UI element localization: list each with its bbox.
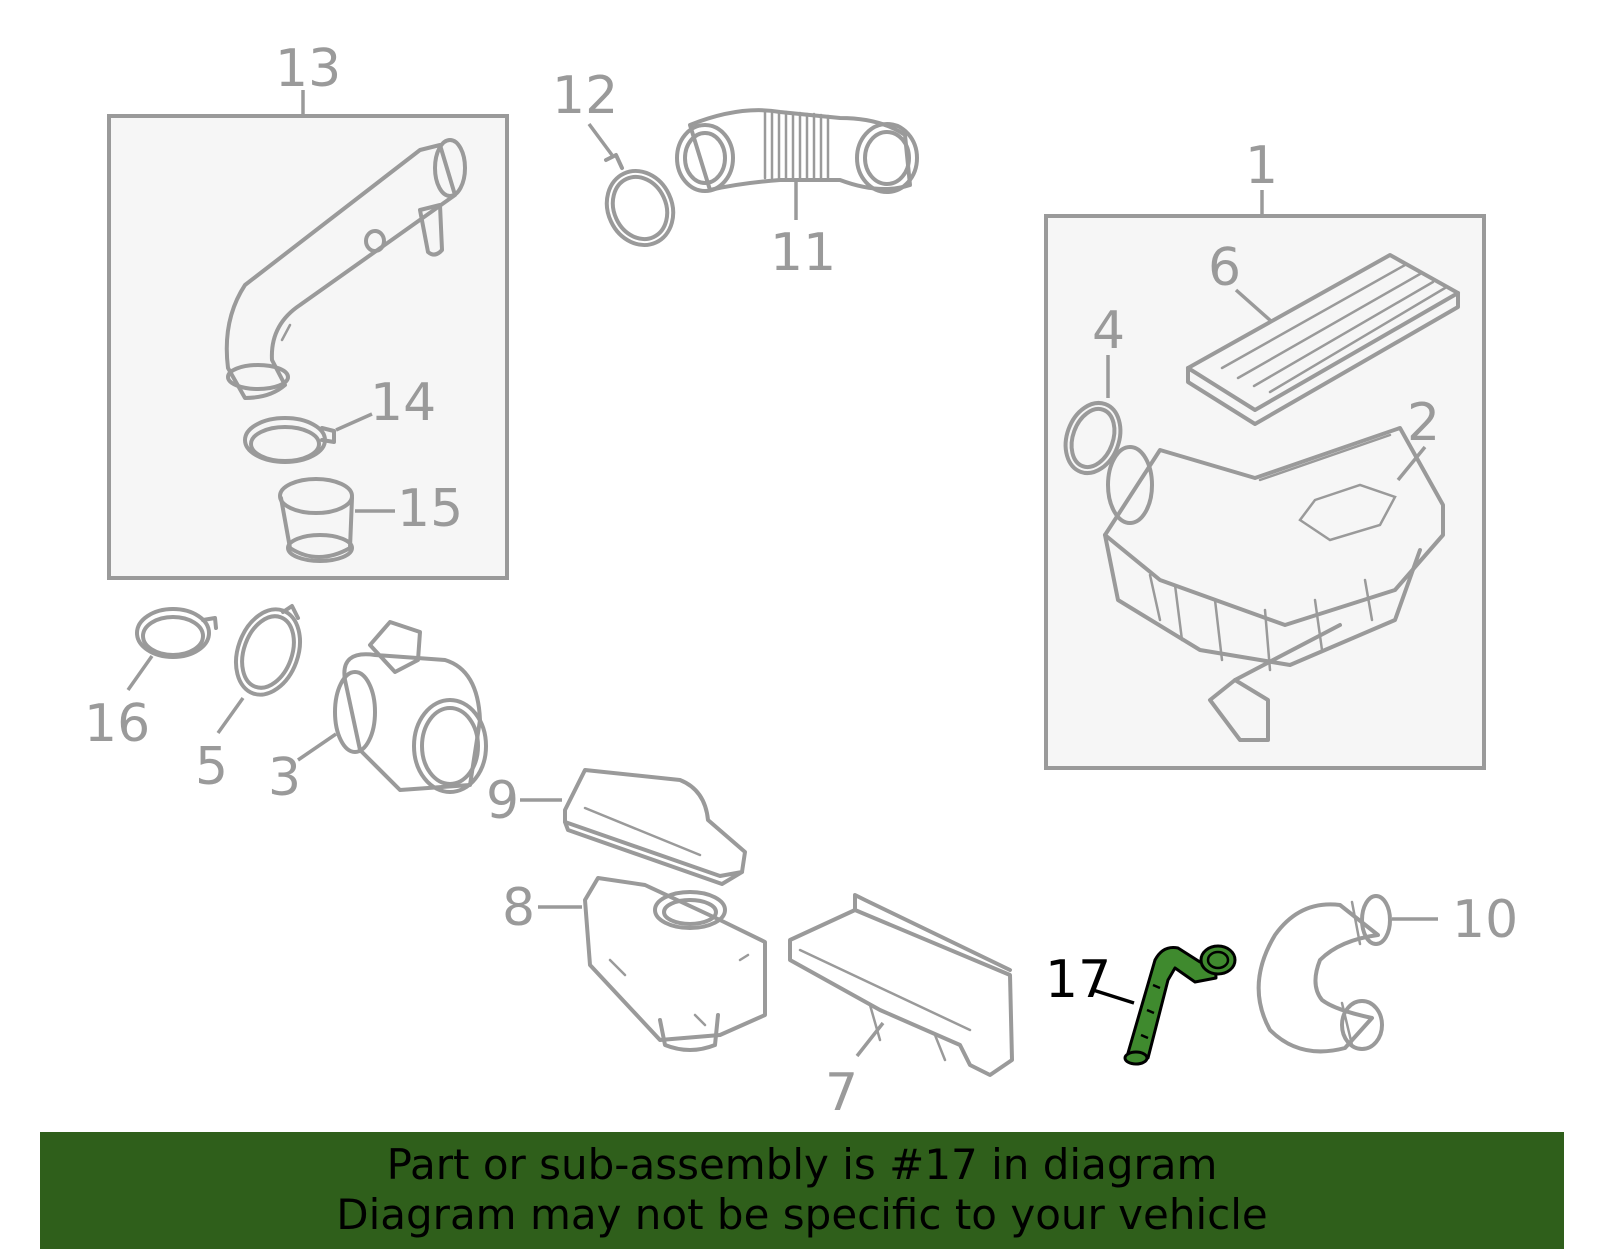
callout-2: 2 (1407, 393, 1440, 453)
banner-line-2: Diagram may not be specific to your vehi… (336, 1190, 1268, 1239)
callout-14: 14 (370, 373, 436, 433)
filter-element-6-part (1186, 253, 1460, 426)
callout-3: 3 (268, 748, 301, 808)
clamp-5-part (234, 604, 302, 697)
callout-4: 4 (1092, 301, 1125, 361)
callout-1: 1 (1245, 136, 1278, 196)
leader-2 (1396, 445, 1427, 482)
callout-7: 7 (825, 1063, 858, 1123)
callout-9: 9 (486, 771, 519, 831)
leader-7 (855, 1021, 885, 1058)
duct-8-part (583, 876, 767, 1052)
callout-6: 6 (1208, 238, 1241, 298)
clamp-16-part (135, 607, 218, 659)
deflector-7-part (788, 893, 1014, 1077)
cover-9-part (563, 768, 747, 886)
callout-10: 10 (1452, 890, 1518, 950)
callout-5: 5 (195, 737, 228, 797)
hose-11-part (675, 108, 919, 194)
clamp-14-part (243, 416, 336, 464)
leader-14 (335, 412, 373, 432)
callout-13: 13 (275, 39, 341, 99)
leader-3 (297, 732, 337, 762)
leader-16 (126, 654, 154, 692)
group-box-1 (1044, 214, 1486, 770)
leader-6 (1234, 288, 1274, 324)
leader-5 (216, 696, 245, 735)
air-box-housing-part (1103, 426, 1445, 742)
leader-17 (1092, 988, 1135, 1005)
callout-17: 17 (1045, 950, 1111, 1010)
elbow-hose-10-part (1256, 894, 1392, 1054)
coupler-15-part (278, 477, 354, 563)
callout-16: 16 (84, 694, 150, 754)
vent-hose-17-highlighted-part (1123, 944, 1237, 1066)
callout-12: 12 (552, 66, 618, 126)
callout-11: 11 (770, 223, 836, 283)
callout-15: 15 (397, 479, 463, 539)
mass-air-flow-sensor-part (333, 620, 488, 794)
banner-line-1: Part or sub-assembly is #17 in diagram (386, 1140, 1218, 1189)
info-banner: Part or sub-assembly is #17 in diagram D… (40, 1132, 1564, 1249)
intake-tube-part (224, 138, 467, 400)
clamp-12-part (604, 153, 676, 247)
callout-8: 8 (502, 878, 535, 938)
seal-4-part (1063, 401, 1123, 475)
leader-12 (587, 122, 614, 157)
